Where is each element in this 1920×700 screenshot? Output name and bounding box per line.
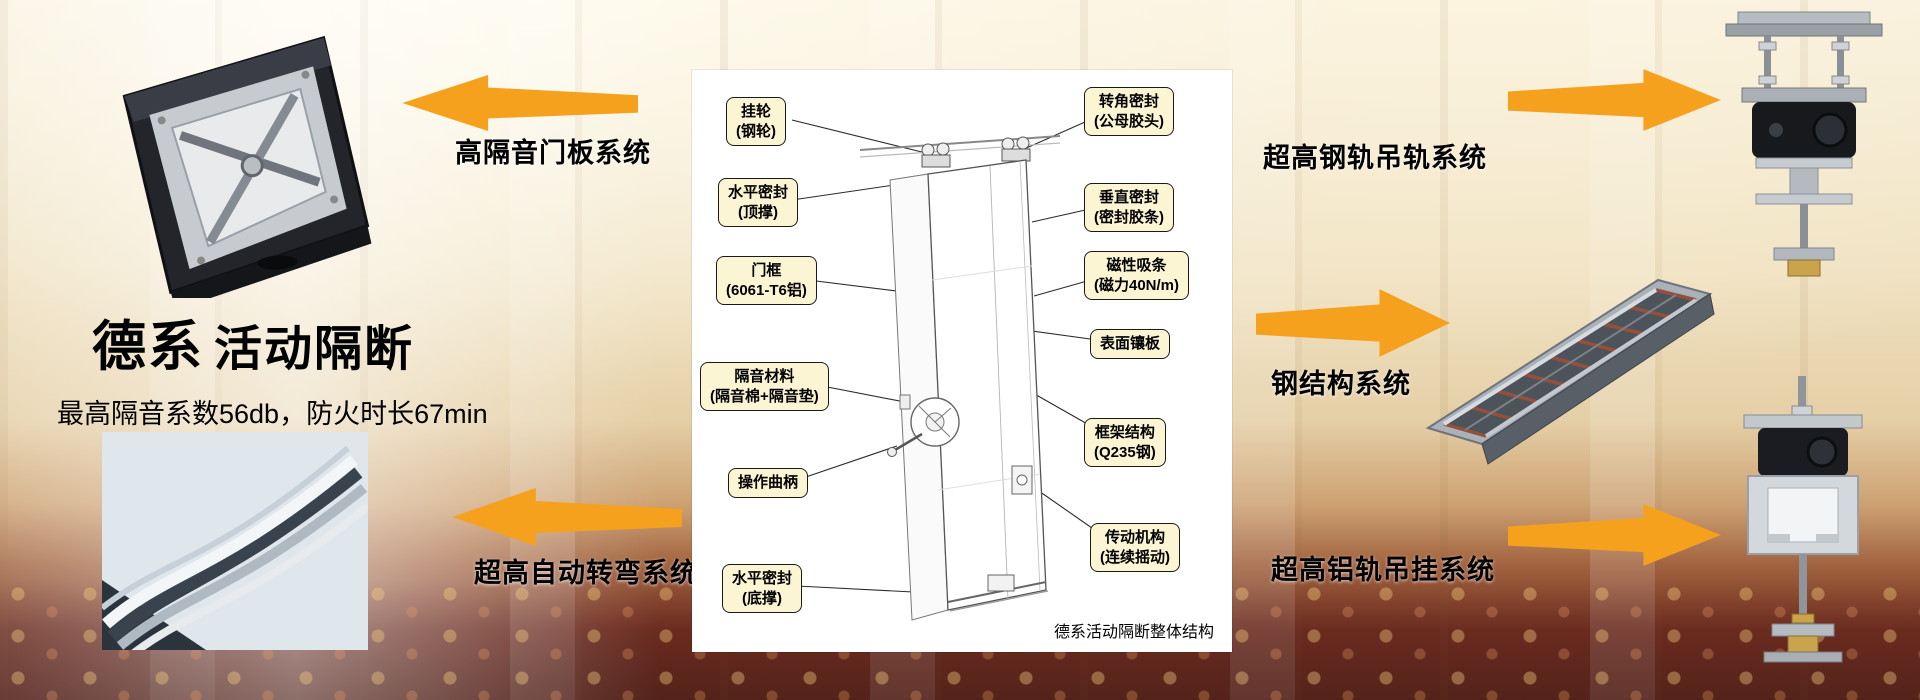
steel-structure-photo [1418, 228, 1718, 473]
arrow-to-door-panel-system [400, 74, 638, 132]
page-title: 德系活动隔断 [92, 302, 414, 381]
product-name: 活动隔断 [214, 323, 415, 376]
arrow-to-auto-turn-system [450, 487, 682, 547]
steel-hanger-illustration [1725, 11, 1883, 277]
curved-track-illustration [102, 432, 368, 650]
alu-rail-hanger-photo [1702, 376, 1904, 688]
steel-structure-illustration [1425, 278, 1715, 465]
door-panel-illustration [122, 35, 372, 298]
callout-operating-crank: 操作曲柄 [728, 468, 809, 498]
callout-hanging-wheel: 挂轮(钢轮) [726, 97, 786, 146]
label-alu-rail-system: 超高铝轨吊挂系统 [1271, 555, 1495, 585]
alu-hanger-illustration [1743, 376, 1863, 663]
door-panel-photo [112, 26, 380, 298]
label-steel-structure-system: 钢结构系统 [1271, 369, 1411, 399]
steel-rail-hanger-photo [1698, 8, 1910, 286]
callout-magnetic-strip: 磁性吸条(磁力40N/m) [1084, 251, 1190, 300]
label-auto-turn-system: 超高自动转弯系统 [474, 558, 698, 588]
callout-bottom-seal: 水平密封(底撑) [722, 564, 803, 613]
arrow-to-alu-rail-system [1508, 503, 1723, 567]
structure-diagram-panel: 挂轮(钢轮) 水平密封(顶撑) 门框(6061-T6铝) 隔音材料(隔音棉+隔音… [692, 70, 1232, 652]
callout-drive-mechanism: 传动机构(连续摇动) [1090, 523, 1180, 572]
brand-name: 德系 [92, 317, 204, 377]
arrow-to-steel-rail-system [1508, 68, 1723, 132]
callout-top-seal: 水平密封(顶撑) [718, 178, 799, 227]
label-steel-rail-system: 超高钢轨吊轨系统 [1263, 143, 1487, 173]
callout-corner-seal: 转角密封(公母胶头) [1084, 87, 1174, 136]
callout-door-frame: 门框(6061-T6铝) [716, 256, 817, 305]
label-door-panel-system: 高隔音门板系统 [455, 138, 651, 168]
callout-surface-panel: 表面镶板 [1090, 329, 1171, 359]
callout-vertical-seal: 垂直密封(密封胶条) [1084, 183, 1174, 232]
diagram-caption: 德系活动隔断整体结构 [1053, 624, 1214, 641]
callout-frame-structure: 框架结构(Q235钢) [1084, 418, 1166, 467]
callout-sound-insulation: 隔音材料(隔音棉+隔音垫) [700, 362, 829, 411]
curved-track-photo [102, 432, 368, 650]
arrow-to-steel-structure-system [1256, 288, 1452, 358]
product-subtitle: 最高隔音系数56db，防火时长67min [57, 399, 488, 429]
